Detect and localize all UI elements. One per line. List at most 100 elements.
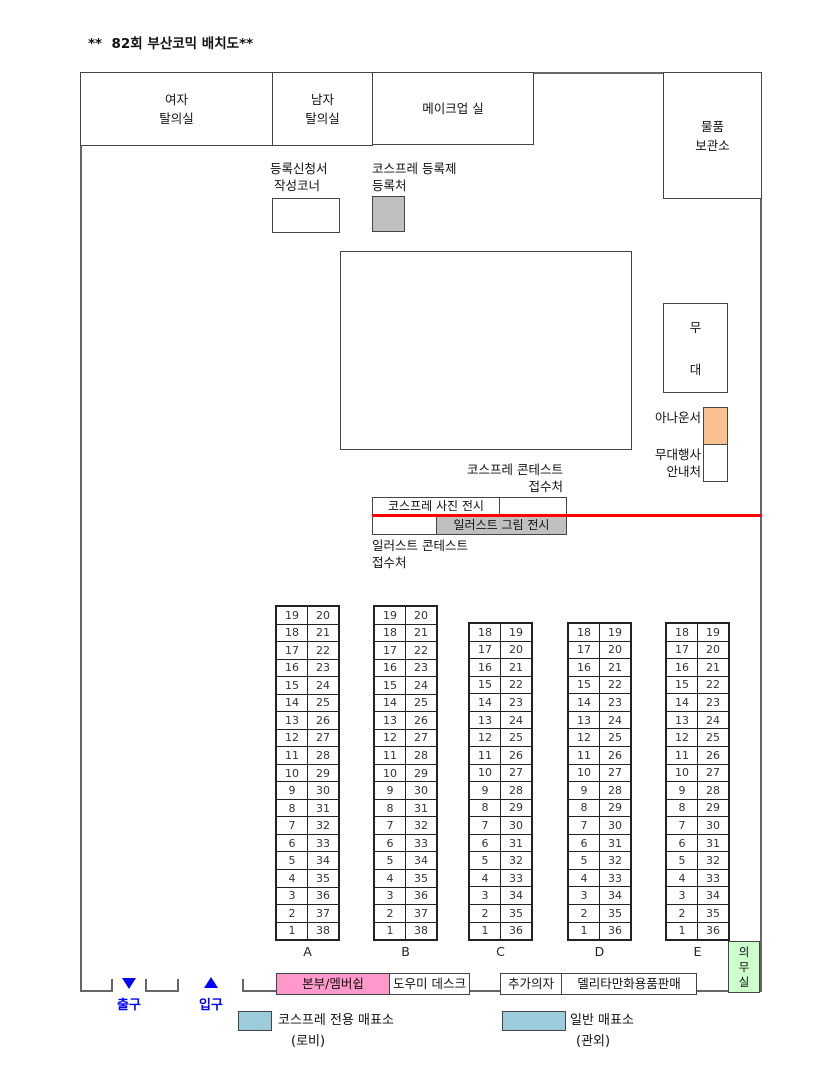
seat-C-1: 1 bbox=[481, 924, 489, 938]
seat-B-25: 25 bbox=[405, 694, 436, 712]
illust-exhibit-label: 일러스트 그림 전시 bbox=[453, 518, 550, 532]
seat-C-34: 34 bbox=[500, 887, 531, 904]
wall-bottom-segment bbox=[145, 990, 179, 992]
seat-B-4: 4 bbox=[386, 871, 394, 885]
stage-box: 무 대 bbox=[663, 303, 728, 393]
door-jamb bbox=[111, 979, 113, 992]
seat-D-3: 3 bbox=[580, 889, 588, 903]
wall-right bbox=[760, 72, 762, 992]
entrance-label: 입구 bbox=[199, 998, 223, 1013]
seat-B-27: 27 bbox=[405, 729, 436, 747]
helper-desk-box: 도우미 데스크 bbox=[389, 973, 470, 995]
seat-D-31: 31 bbox=[599, 834, 630, 852]
announcer-box bbox=[703, 407, 728, 445]
seat-A-23: 23 bbox=[307, 659, 338, 677]
hq-member-box: 본부/멤버쉽 bbox=[276, 973, 390, 995]
seat-C-15: 15 bbox=[478, 678, 492, 692]
seat-C-13: 13 bbox=[478, 713, 492, 727]
seat-D-34: 34 bbox=[599, 887, 630, 904]
seat-D-14: 14 bbox=[577, 696, 591, 710]
seat-A-25: 25 bbox=[307, 694, 338, 712]
seat-D-2: 2 bbox=[580, 906, 588, 920]
seat-B-29: 29 bbox=[405, 764, 436, 782]
seat-D-35: 35 bbox=[599, 905, 630, 922]
seat-E-17: 17 bbox=[675, 643, 689, 657]
seat-E-9: 9 bbox=[678, 783, 686, 797]
stage-event-info-label: 무대행사 안내처 bbox=[654, 447, 701, 479]
seat-D-1: 1 bbox=[580, 924, 588, 938]
seat-B-17: 17 bbox=[383, 643, 397, 657]
seat-C-6: 6 bbox=[481, 836, 489, 850]
seat-D-5: 5 bbox=[580, 854, 588, 868]
seat-D-17: 17 bbox=[577, 643, 591, 657]
seat-B-37: 37 bbox=[405, 905, 436, 922]
seat-C-11: 11 bbox=[478, 748, 492, 762]
goods-sale-box: 델리타만화용품판매 bbox=[561, 973, 697, 995]
seat-A-3: 3 bbox=[288, 889, 296, 903]
seat-C-33: 33 bbox=[500, 869, 531, 887]
room-women-dressing: 여자 탈의실 bbox=[80, 72, 273, 146]
exhibit-empty-cell bbox=[372, 515, 437, 535]
seat-B-24: 24 bbox=[405, 677, 436, 694]
seat-C-36: 36 bbox=[500, 922, 531, 940]
seat-C-27: 27 bbox=[500, 764, 531, 782]
seat-A-33: 33 bbox=[307, 834, 338, 852]
seat-C-19: 19 bbox=[500, 624, 531, 641]
seat-E-26: 26 bbox=[697, 746, 728, 764]
illust-exhibit-cell: 일러스트 그림 전시 bbox=[436, 515, 567, 535]
seat-B-35: 35 bbox=[405, 869, 436, 887]
seat-C-22: 22 bbox=[500, 676, 531, 694]
seat-B-19: 19 bbox=[383, 608, 397, 622]
seat-A-19: 19 bbox=[285, 608, 299, 622]
cosplay-ticket-sub-label: (로비) bbox=[291, 1034, 326, 1049]
exit-label: 출구 bbox=[117, 998, 141, 1013]
seat-E-6: 6 bbox=[678, 836, 686, 850]
seat-E-33: 33 bbox=[697, 869, 728, 887]
seat-E-32: 32 bbox=[697, 852, 728, 869]
seat-B-2: 2 bbox=[386, 906, 394, 920]
seat-A-26: 26 bbox=[307, 712, 338, 729]
seat-B-16: 16 bbox=[383, 661, 397, 675]
seat-E-30: 30 bbox=[697, 817, 728, 834]
seat-E-16: 16 bbox=[675, 660, 689, 674]
seat-A-29: 29 bbox=[307, 764, 338, 782]
seat-E-4: 4 bbox=[678, 871, 686, 885]
seat-D-27: 27 bbox=[599, 764, 630, 782]
seat-E-1: 1 bbox=[678, 924, 686, 938]
seat-E-3: 3 bbox=[678, 889, 686, 903]
seat-E-29: 29 bbox=[697, 799, 728, 817]
cosplay-registration-label: 코스프레 등록제 등록처 bbox=[372, 161, 457, 193]
seat-C-18: 18 bbox=[478, 625, 492, 639]
seat-row: 4 35 bbox=[375, 868, 436, 887]
seat-C-16: 16 bbox=[478, 660, 492, 674]
seat-row: 3 34 bbox=[569, 886, 630, 904]
general-ticket-swatch bbox=[502, 1011, 566, 1031]
seat-C-4: 4 bbox=[481, 871, 489, 885]
